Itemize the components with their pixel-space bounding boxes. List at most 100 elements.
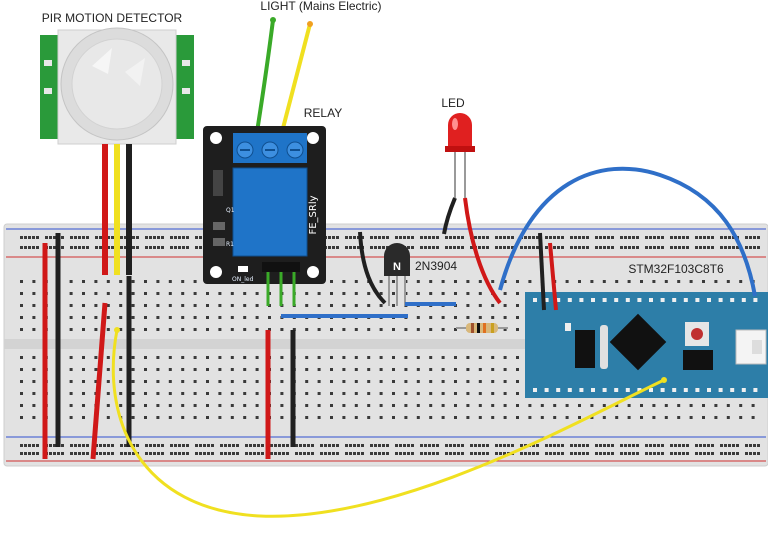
breadboard-hole (474, 444, 477, 447)
breadboard-hole (181, 280, 185, 283)
breadboard-hole (540, 416, 544, 419)
breadboard-hole (399, 444, 402, 447)
breadboard-hole (82, 368, 85, 371)
breadboard-hole (307, 444, 310, 447)
breadboard-hole (670, 246, 673, 249)
breadboard-hole (274, 444, 277, 447)
breadboard-hole (428, 452, 431, 455)
breadboard-hole (553, 444, 556, 447)
breadboard-hole (153, 246, 156, 249)
breadboard-hole (367, 380, 371, 383)
breadboard-hole (305, 292, 309, 295)
breadboard-hole (528, 246, 531, 249)
breadboard-hole (445, 452, 448, 455)
breadboard-hole (157, 246, 160, 249)
breadboard-hole (382, 452, 385, 455)
breadboard-hole (699, 246, 702, 249)
relay-silk-q1: Q1 (226, 207, 235, 214)
breadboard-hole (45, 236, 48, 239)
breadboard-hole (336, 236, 339, 239)
breadboard-hole (20, 246, 23, 249)
breadboard-hole (461, 444, 464, 447)
breadboard-hole (524, 246, 527, 249)
breadboard-hole (82, 356, 85, 359)
breadboard-hole (367, 392, 371, 395)
breadboard-hole (20, 328, 23, 331)
breadboard-hole (354, 304, 358, 307)
breadboard-hole (132, 444, 135, 447)
breadboard-hole (632, 236, 635, 239)
breadboard-hole (516, 380, 519, 383)
breadboard-hole (243, 356, 247, 359)
breadboard-hole (570, 236, 573, 239)
breadboard-hole (461, 236, 464, 239)
breadboard-hole (94, 328, 98, 331)
breadboard-hole (379, 416, 383, 419)
breadboard-hole (607, 246, 610, 249)
breadboard-hole (70, 444, 73, 447)
breadboard-hole (349, 246, 352, 249)
breadboard-hole (636, 236, 639, 239)
breadboard-hole (392, 356, 395, 359)
mcu-pin (614, 298, 619, 302)
breadboard-hole (570, 246, 573, 249)
breadboard-hole (553, 404, 557, 407)
breadboard-hole (586, 246, 589, 249)
stm32-board: STM32F103C8T6 (525, 262, 768, 398)
breadboard-hole (36, 452, 39, 455)
breadboard-hole (503, 444, 506, 447)
breadboard-hole (392, 292, 395, 295)
breadboard-hole (124, 444, 127, 447)
breadboard-hole (243, 404, 247, 407)
breadboard-hole (354, 368, 358, 371)
breadboard-hole (305, 356, 309, 359)
breadboard-hole (565, 280, 569, 283)
breadboard-hole (144, 304, 147, 307)
breadboard-hole (528, 280, 532, 283)
breadboard-hole (416, 404, 420, 407)
breadboard-hole (156, 404, 160, 407)
breadboard-hole (416, 368, 420, 371)
breadboard-hole (124, 452, 127, 455)
breadboard-hole (429, 316, 433, 319)
breadboard-hole (689, 280, 693, 283)
breadboard-hole (486, 452, 489, 455)
breadboard-hole (392, 404, 395, 407)
breadboard-hole (574, 246, 577, 249)
breadboard-hole (228, 444, 231, 447)
breadboard-hole (732, 452, 735, 455)
breadboard-hole (206, 368, 209, 371)
breadboard-hole (557, 452, 560, 455)
breadboard-hole (714, 280, 718, 283)
breadboard-hole (268, 316, 271, 319)
breadboard-hole (82, 292, 85, 295)
breadboard-hole (161, 246, 164, 249)
breadboard-hole (757, 444, 760, 447)
breadboard-hole (280, 368, 284, 371)
breadboard-hole (632, 246, 635, 249)
breadboard-hole (640, 404, 643, 407)
breadboard-hole (206, 404, 209, 407)
breadboard-hole (354, 392, 358, 395)
breadboard-hole (445, 246, 448, 249)
breadboard-hole (620, 236, 623, 239)
breadboard-hole (379, 304, 383, 307)
breadboard-hole (218, 380, 222, 383)
breadboard-hole (624, 444, 627, 447)
breadboard-hole (168, 356, 172, 359)
breadboard-hole (470, 246, 473, 249)
mcu-label: STM32F103C8T6 (628, 262, 724, 276)
breadboard-hole (181, 304, 185, 307)
breadboard-hole (261, 444, 264, 447)
breadboard-hole (670, 452, 673, 455)
breadboard-hole (119, 316, 123, 319)
breadboard-hole (349, 452, 352, 455)
breadboard-hole (374, 452, 377, 455)
breadboard-hole (224, 444, 227, 447)
breadboard-hole (131, 416, 135, 419)
breadboard-hole (307, 452, 310, 455)
breadboard-hole (441, 328, 445, 331)
breadboard-hole (739, 404, 743, 407)
breadboard-hole (78, 452, 81, 455)
breadboard-hole (374, 236, 377, 239)
